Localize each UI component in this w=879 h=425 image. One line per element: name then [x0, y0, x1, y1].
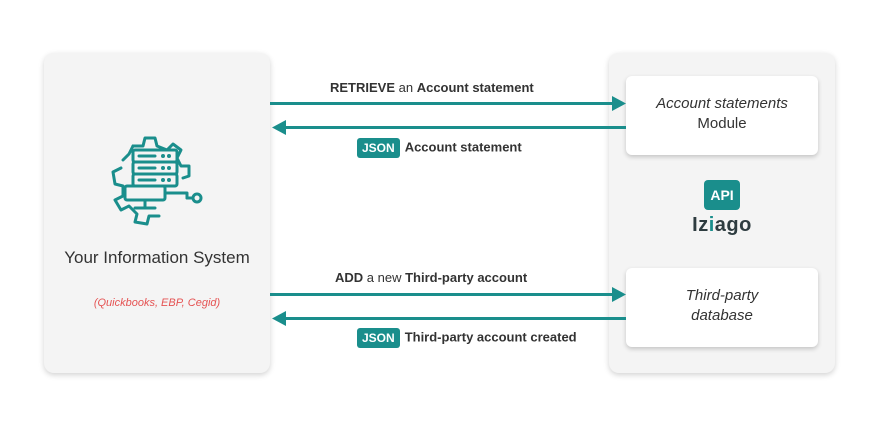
arrow-add-request [270, 293, 616, 296]
arrow-add-response [282, 317, 626, 320]
retrieve-request-label: RETRIEVE an Account statement [330, 80, 534, 95]
arrow-retrieve-response-head [272, 120, 286, 135]
information-system-panel [44, 53, 270, 373]
arrow-retrieve-request [270, 102, 616, 105]
arrow-retrieve-response [282, 126, 626, 129]
system-title: Your Information System [64, 248, 250, 267]
system-subtitle: (Quickbooks, EBP, Cegid) [93, 297, 221, 309]
arrow-retrieve-request-head [612, 96, 626, 111]
card-subtitle: Module [697, 115, 747, 132]
json-badge: JSON [357, 138, 400, 158]
iziago-logo: Iziago [692, 214, 752, 236]
card-line-2: database [691, 307, 753, 324]
third-party-database-card: Third-party database [626, 268, 818, 347]
card-line-1: Third-party [685, 287, 759, 304]
card-title: Account statements [656, 95, 788, 112]
json-badge: JSON [357, 328, 400, 348]
arrow-add-request-head [612, 287, 626, 302]
api-badge: API [704, 180, 740, 210]
arrow-add-response-head [272, 311, 286, 326]
account-statements-module-card: Account statements Module [626, 76, 818, 155]
server-gear-icon [111, 136, 203, 226]
add-request-label: ADD a new Third-party account [335, 270, 528, 285]
